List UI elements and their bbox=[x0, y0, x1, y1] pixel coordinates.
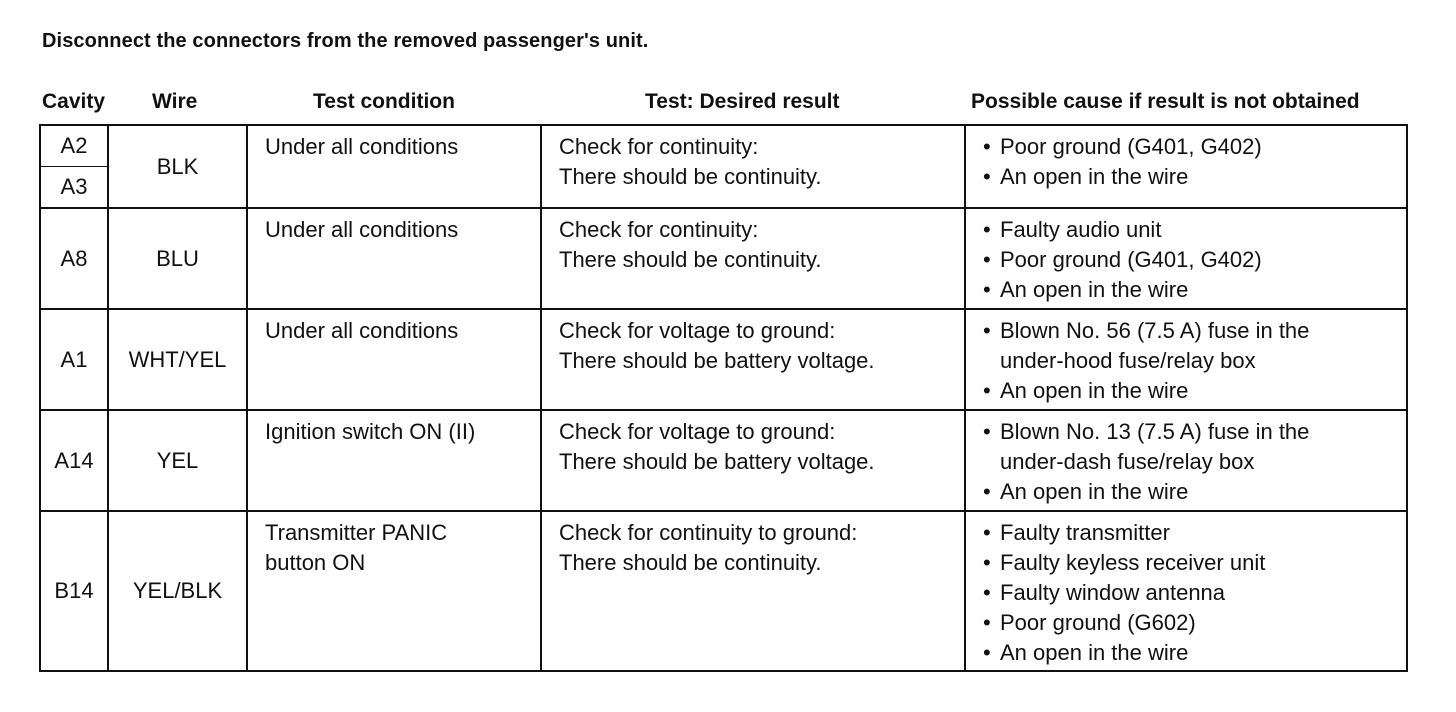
condition-cell: Under all conditions bbox=[246, 207, 542, 310]
cause-item: •Poor ground (G401, G402) bbox=[983, 134, 1262, 159]
instruction-text: Disconnect the connectors from the remov… bbox=[42, 30, 649, 52]
cavity-cell: A8 bbox=[39, 207, 109, 310]
cause-cell: •Faulty audio unit •Poor ground (G401, G… bbox=[964, 207, 1408, 310]
condition-line: button ON bbox=[265, 550, 366, 575]
result-cell: Check for voltage to ground: There shoul… bbox=[540, 308, 966, 411]
wire-cell: BLU bbox=[107, 207, 248, 310]
table-row: A1 WHT/YEL Under all conditions Check fo… bbox=[39, 308, 1408, 411]
result-line: Check for continuity to ground: bbox=[559, 520, 858, 545]
cause-item: •Faulty keyless receiver unit bbox=[983, 550, 1266, 575]
cause-cell: •Faulty transmitter •Faulty keyless rece… bbox=[964, 510, 1408, 672]
condition-cell: Ignition switch ON (II) bbox=[246, 409, 542, 512]
cause-item: •Poor ground (G602) bbox=[983, 610, 1196, 635]
result-cell: Check for continuity: There should be co… bbox=[540, 207, 966, 310]
cavity-value: A2 bbox=[41, 127, 107, 167]
condition-cell: Under all conditions bbox=[246, 124, 542, 209]
condition-line: Under all conditions bbox=[265, 217, 459, 242]
table-row: A8 BLU Under all conditions Check for co… bbox=[39, 207, 1408, 310]
wire-cell: BLK bbox=[107, 124, 248, 209]
table-row: A14 YEL Ignition switch ON (II) Check fo… bbox=[39, 409, 1408, 512]
condition-line: Under all conditions bbox=[265, 134, 459, 159]
cavity-cell: A2 A3 bbox=[39, 124, 109, 209]
cause-item: •An open in the wire bbox=[983, 378, 1189, 403]
cause-item: •An open in the wire bbox=[983, 164, 1189, 189]
header-desired-result: Test: Desired result bbox=[645, 90, 840, 113]
result-line: Check for voltage to ground: bbox=[559, 318, 836, 343]
condition-line: Ignition switch ON (II) bbox=[265, 419, 476, 444]
cause-item: •An open in the wire bbox=[983, 277, 1189, 302]
result-line: There should be continuity. bbox=[559, 164, 822, 189]
wire-cell: WHT/YEL bbox=[107, 308, 248, 411]
cavity-value: A3 bbox=[60, 173, 88, 199]
result-line: There should be battery voltage. bbox=[559, 449, 875, 474]
header-wire: Wire bbox=[152, 90, 198, 113]
cavity-cell: A1 bbox=[39, 308, 109, 411]
cause-item: •An open in the wire bbox=[983, 640, 1189, 665]
wire-cell: YEL bbox=[107, 409, 248, 512]
table-row: A2 A3 BLK Under all conditions Check for… bbox=[39, 124, 1408, 209]
condition-line: Under all conditions bbox=[265, 318, 459, 343]
cause-item: •Faulty window antenna bbox=[983, 580, 1226, 605]
cavity-cell: A14 bbox=[39, 409, 109, 512]
cause-item: •Poor ground (G401, G402) bbox=[983, 247, 1262, 272]
cause-item: •An open in the wire bbox=[983, 479, 1189, 504]
condition-cell: Under all conditions bbox=[246, 308, 542, 411]
result-line: Check for voltage to ground: bbox=[559, 419, 836, 444]
header-test-condition: Test condition bbox=[313, 90, 455, 113]
test-table: A2 A3 BLK Under all conditions Check for… bbox=[39, 124, 1408, 672]
wire-cell: YEL/BLK bbox=[107, 510, 248, 672]
result-line: Check for continuity: bbox=[559, 134, 759, 159]
header-possible-cause: Possible cause if result is not obtained bbox=[971, 90, 1360, 113]
cause-item: •Faulty audio unit bbox=[983, 217, 1162, 242]
header-cavity: Cavity bbox=[42, 90, 106, 113]
cavity-cell: B14 bbox=[39, 510, 109, 672]
cause-cell: •Poor ground (G401, G402) •An open in th… bbox=[964, 124, 1408, 209]
result-cell: Check for continuity to ground: There sh… bbox=[540, 510, 966, 672]
result-cell: Check for continuity: There should be co… bbox=[540, 124, 966, 209]
result-line: Check for continuity: bbox=[559, 217, 759, 242]
result-line: There should be battery voltage. bbox=[559, 348, 875, 373]
result-line: There should be continuity. bbox=[559, 550, 822, 575]
condition-line: Transmitter PANIC bbox=[265, 520, 448, 545]
table-row: B14 YEL/BLK Transmitter PANIC button ON … bbox=[39, 510, 1408, 672]
cause-item: •Faulty transmitter bbox=[983, 520, 1170, 545]
result-cell: Check for voltage to ground: There shoul… bbox=[540, 409, 966, 512]
result-line: There should be continuity. bbox=[559, 247, 822, 272]
condition-cell: Transmitter PANIC button ON bbox=[246, 510, 542, 672]
